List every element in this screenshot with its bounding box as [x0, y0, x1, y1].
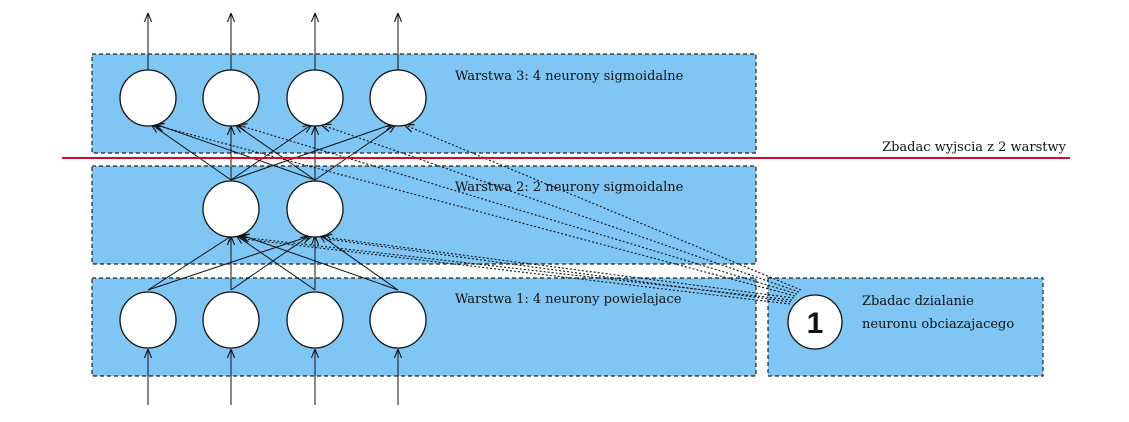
neuron-l1-4 — [369, 291, 427, 349]
neuron-l3-4 — [369, 69, 427, 127]
conn-l1n4-l2n2 — [320, 235, 399, 291]
conn-l1n4-l2n1 — [241, 235, 399, 291]
bias-neuron-symbol: 1 — [807, 307, 824, 340]
neuron-l3-2 — [202, 69, 260, 127]
layer3-neurons — [119, 69, 427, 127]
neuron-l1-3 — [286, 291, 344, 349]
neuron-l2-2 — [286, 180, 344, 238]
neuron-l3-1 — [119, 69, 177, 127]
layer2-box — [91, 165, 757, 265]
conn-l2n1-l3n3 — [230, 125, 311, 181]
bias-label-line1: Zbadac dzialanie — [862, 294, 974, 309]
bias-connections — [155, 125, 802, 305]
bias-label-line2: neuronu obciazajacego — [862, 317, 1014, 332]
output-arrows — [148, 14, 398, 70]
neuron-l2-1 — [202, 180, 260, 238]
bias-conn-l3n3 — [322, 125, 800, 293]
bias-conn-l3n2 — [238, 125, 798, 295]
neuron-l1-1 — [119, 291, 177, 349]
bias-neuron — [787, 294, 843, 350]
probe-label: Zbadac wyjscia z 2 warstwy — [882, 140, 1067, 155]
conn-l1n3-l2n1 — [237, 236, 316, 291]
conn-l2n2-l3n1 — [155, 124, 316, 181]
bias-conn-l3n4 — [405, 125, 802, 291]
bias-conn-l2n2 — [323, 237, 795, 299]
conn-l2n1-l3n1 — [152, 125, 232, 181]
input-arrows — [148, 350, 398, 405]
conn-l2n2-l3n4 — [314, 125, 395, 181]
bias-conn-l3n1 — [155, 125, 796, 297]
neuron-l1-2 — [202, 291, 260, 349]
layer1-label: Warstwa 1: 4 neurony powielajace — [455, 292, 682, 307]
layer2-neurons — [202, 180, 344, 238]
layer2-label: Warstwa 2: 2 neurony sigmoidalne — [455, 180, 684, 195]
connections-l2-l3 — [152, 124, 395, 181]
conn-l2n2-l3n2 — [236, 125, 316, 181]
conn-l2n1-l3n4 — [230, 124, 393, 181]
neuron-l3-3 — [286, 69, 344, 127]
bias-conn-l2n1 — [240, 237, 793, 301]
layer3-label: Warstwa 3: 4 neurony sigmoidalne — [455, 69, 684, 84]
layer1-neurons — [119, 291, 427, 349]
conn-l1n1-l2n1 — [147, 235, 233, 291]
